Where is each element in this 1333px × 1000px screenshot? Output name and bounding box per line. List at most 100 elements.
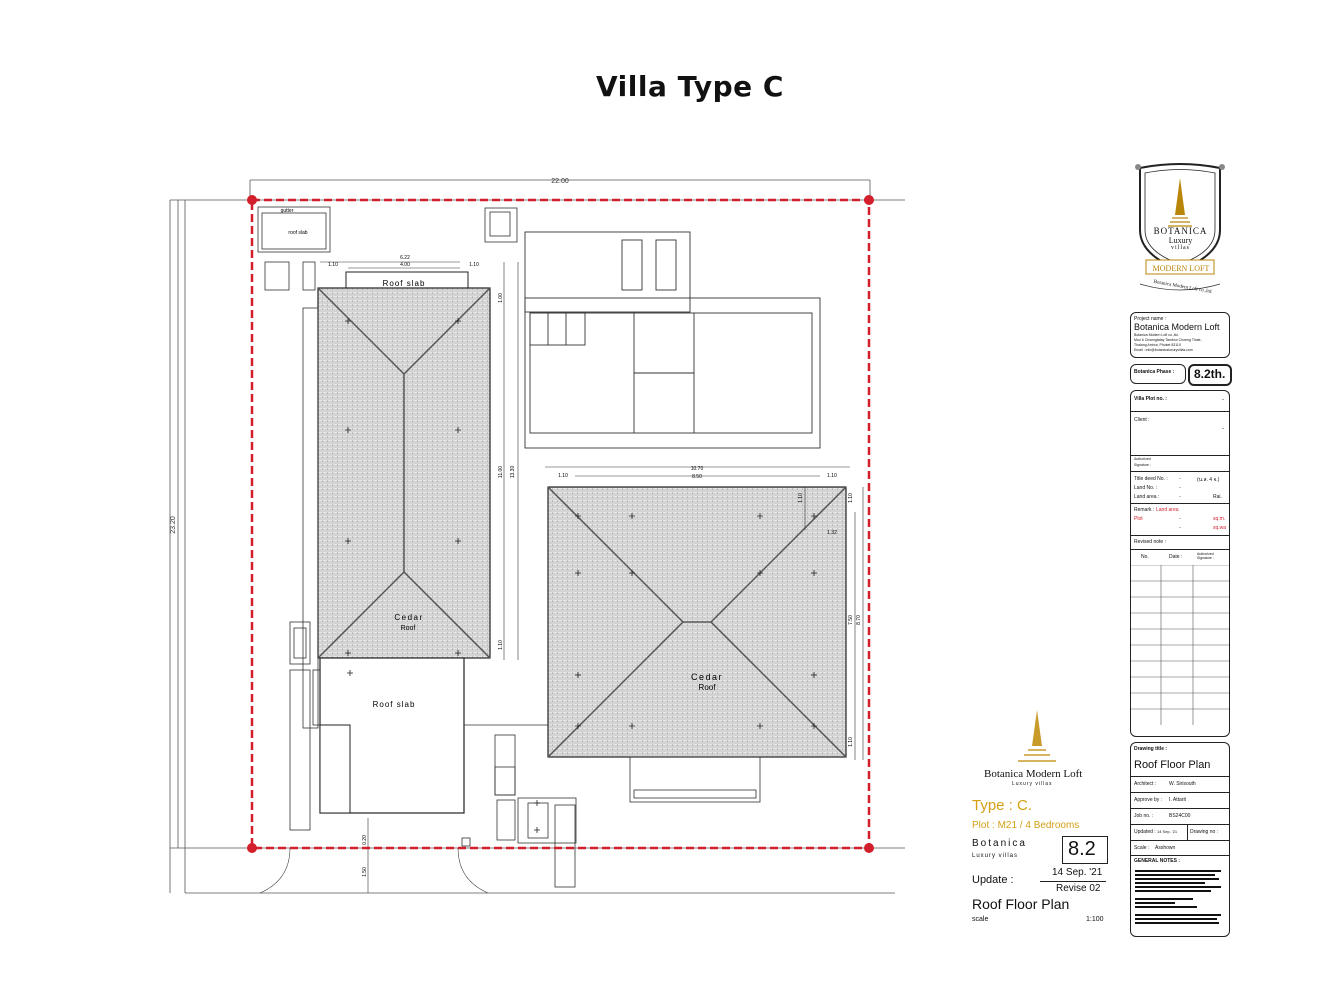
dim-bottom-2: 1.50 bbox=[362, 867, 368, 877]
site-boundary bbox=[247, 195, 874, 853]
type-label: Type : C. bbox=[972, 797, 1033, 814]
rev-col-sig: Authorized Signature : bbox=[1197, 552, 1214, 560]
type-brand2: Botanica bbox=[972, 838, 1027, 849]
drawing-title-label: Drawing title : bbox=[1134, 746, 1168, 752]
title-deed-val: (น.ส. 4 จ.) bbox=[1197, 477, 1220, 483]
job: BS24C00 bbox=[1169, 813, 1191, 819]
pagoda-logo bbox=[1018, 710, 1056, 762]
dim-mid-2: 13.30 bbox=[510, 466, 516, 479]
auth-sig-2: Signature : bbox=[1134, 463, 1151, 467]
rev-col-date: Date : bbox=[1169, 554, 1183, 560]
project-name-label: Project name : bbox=[1134, 316, 1167, 322]
remark-val: Land area bbox=[1156, 507, 1179, 513]
rev-col-no: No. bbox=[1141, 554, 1149, 560]
land-area: Land area : bbox=[1134, 494, 1160, 500]
architect: W. Sirisouth bbox=[1169, 781, 1196, 787]
cedar-left-2: Roof bbox=[401, 625, 416, 632]
land-no-val: - bbox=[1179, 485, 1181, 491]
pool-block bbox=[524, 231, 821, 449]
phase-value: 8.2th. bbox=[1194, 367, 1226, 381]
architect-label: Architect : bbox=[1134, 781, 1157, 787]
dim-right-h: 1.32 bbox=[827, 530, 837, 536]
client-label: Client : bbox=[1134, 417, 1150, 423]
plot-mid: - bbox=[1179, 516, 1181, 522]
approve-label: Approve by : bbox=[1134, 797, 1163, 803]
roof-slab-top: Roof slab bbox=[383, 279, 426, 288]
project-addr2: Moo 6 Choengtalay Tambon Choeng Thale, bbox=[1134, 338, 1202, 342]
botanica-crest-logo bbox=[1135, 163, 1225, 291]
type-brand-sub: Luxury villas bbox=[1012, 781, 1053, 787]
cedar-left-1: Cedar bbox=[394, 613, 423, 622]
plot-label: Plot bbox=[1134, 516, 1143, 522]
plan-title: Roof Floor Plan bbox=[972, 896, 1070, 912]
scale-label: Scale : bbox=[1134, 845, 1150, 851]
villa-plot-no: Villa Plot no. : bbox=[1134, 396, 1167, 402]
dim-bottom-1: 0.20 bbox=[362, 835, 368, 845]
gutter-box bbox=[257, 206, 518, 291]
dim-mid-1: 11.00 bbox=[498, 466, 504, 478]
project-name: Botanica Modern Loft bbox=[1134, 322, 1220, 332]
right-cedar-roof bbox=[547, 486, 847, 758]
plot-val: sq.m. bbox=[1213, 516, 1226, 522]
dim-top: 22.00 bbox=[551, 178, 569, 185]
plot-val-2: sq.wa bbox=[1213, 525, 1227, 531]
logo-ribbon: MODERN LOFT bbox=[1152, 264, 1210, 273]
dim-right-v2: 1.10 bbox=[798, 493, 804, 503]
cedar-right-1: Cedar bbox=[691, 672, 723, 682]
scale-value-2: 1:100 bbox=[1086, 916, 1104, 923]
update-date: 14 Sep. '21 bbox=[1052, 867, 1103, 878]
remark-label: Remark : bbox=[1134, 507, 1155, 513]
roof-slab-mid: Roof slab bbox=[373, 700, 416, 709]
drawing-info-box: Drawing title : Roof Floor Plan Architec… bbox=[1130, 742, 1230, 937]
updated-label: Updated : bbox=[1134, 829, 1156, 835]
logo-brand: BOTANICA bbox=[1153, 226, 1208, 236]
dim-right-r: 1.10 bbox=[827, 473, 837, 479]
general-notes-label: GENERAL NOTES : bbox=[1134, 858, 1181, 864]
approve: I. Attarit bbox=[1169, 797, 1186, 803]
type-brand: Botanica Modern Loft bbox=[984, 768, 1083, 780]
general-notes-text bbox=[1135, 868, 1223, 926]
drawing-no-label: Drawing no : bbox=[1190, 829, 1219, 835]
dim-slab-1: 6.22 bbox=[400, 255, 410, 261]
title-deed-mid: - bbox=[1179, 476, 1181, 482]
job-label: Job no. : bbox=[1134, 813, 1154, 819]
logo-sub1: Luxury bbox=[1168, 236, 1193, 245]
phase-box: Botanica Phase : bbox=[1130, 364, 1186, 384]
phase-number: 8.2 bbox=[1068, 838, 1096, 860]
land-no: Land No. : bbox=[1134, 485, 1158, 491]
client-val: - bbox=[1222, 426, 1224, 432]
dim-right-top: 10.70 bbox=[691, 466, 704, 472]
left-roof-markers bbox=[345, 318, 461, 656]
scale-label-2: scale bbox=[972, 916, 989, 923]
dim-left: 23.20 bbox=[170, 516, 177, 534]
dim-slab-r: 1.10 bbox=[469, 262, 479, 268]
revised-note-label: Revised note : bbox=[1134, 539, 1166, 545]
type-brand2-sub: Luxury villas bbox=[972, 853, 1019, 859]
plot-mid-2: - bbox=[1179, 525, 1181, 531]
revision-grid bbox=[1131, 565, 1229, 725]
updated: 14 Sep. '21 bbox=[1157, 829, 1178, 834]
villa-plot-val: - bbox=[1222, 397, 1224, 403]
dim-right-l: 1.10 bbox=[558, 473, 568, 479]
gutter-label: gutter bbox=[281, 208, 294, 214]
page-title: Villa Type C bbox=[596, 70, 784, 103]
plot-info-box: Villa Plot no. : - Client : - Authorized… bbox=[1130, 390, 1230, 737]
drawing-title: Roof Floor Plan bbox=[1134, 759, 1211, 771]
title-deed: Title deed No. : bbox=[1134, 476, 1168, 482]
dim-left-low: 1.10 bbox=[498, 640, 504, 650]
phase-value-box: 8.2th. bbox=[1188, 364, 1232, 386]
cedar-right-2: Roof bbox=[699, 683, 717, 692]
land-area-val: Rai. bbox=[1213, 494, 1222, 500]
right-roof-markers bbox=[575, 513, 817, 729]
phase-number-box: 8.2 bbox=[1062, 836, 1108, 864]
phase-label: Botanica Phase : bbox=[1134, 369, 1175, 375]
left-cedar-roof bbox=[317, 287, 491, 659]
land-area-mid: - bbox=[1179, 494, 1181, 500]
dim-right-side2: 8.70 bbox=[856, 615, 862, 625]
scale: Asshown bbox=[1155, 845, 1176, 851]
project-addr4: Email : info@botanicaluxuryvillas.com bbox=[1134, 348, 1193, 352]
update-label: Update : bbox=[972, 874, 1014, 886]
project-box: Project name : Botanica Modern Loft Bota… bbox=[1130, 312, 1230, 358]
type-plot: Plot : M21 / 4 Bedrooms bbox=[972, 820, 1080, 831]
